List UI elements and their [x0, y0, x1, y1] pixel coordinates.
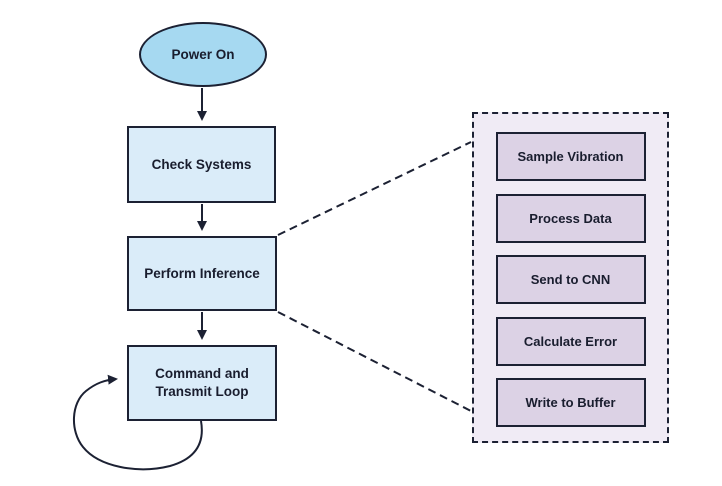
detail-step-label: Sample Vibration — [517, 149, 624, 164]
node-perform-inference: Perform Inference — [127, 236, 277, 311]
node-perform-inference-label: Perform Inference — [144, 265, 260, 281]
detail-step-label: Write to Buffer — [525, 395, 616, 410]
detail-step-send-to-cnn: Send to CNN — [495, 255, 646, 304]
detail-panel: Sample Vibration Process Data Send to CN… — [472, 112, 669, 443]
detail-link-upper — [277, 141, 472, 236]
detail-step-label: Send to CNN — [530, 272, 611, 287]
node-command-transmit-loop-label: Command and Transmit Loop — [155, 366, 249, 399]
node-check-systems-label: Check Systems — [151, 156, 252, 172]
detail-step-write-to-buffer: Write to Buffer — [495, 378, 646, 427]
detail-step-process-data: Process Data — [495, 193, 646, 243]
node-check-systems: Check Systems — [127, 126, 276, 203]
node-power-on-label: Power On — [171, 46, 235, 62]
detail-step-label: Process Data — [529, 210, 612, 226]
detail-step-sample-vibration: Sample Vibration — [495, 132, 646, 181]
detail-link-lower — [277, 311, 472, 412]
node-power-on: Power On — [139, 22, 267, 87]
detail-step-label: Calculate Error — [523, 333, 618, 349]
detail-step-calculate-error: Calculate Error — [495, 316, 646, 366]
node-command-transmit-loop: Command and Transmit Loop — [127, 345, 277, 421]
